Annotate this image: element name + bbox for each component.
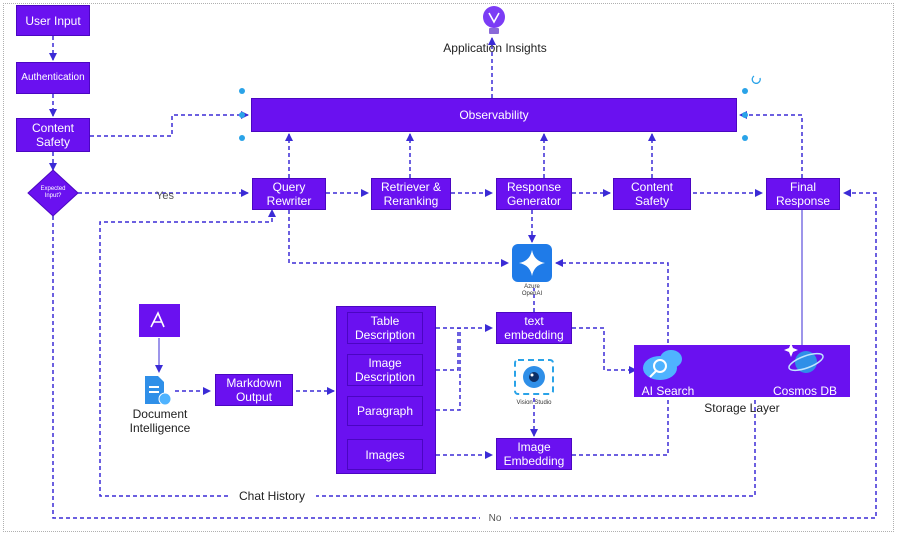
query-rewriter-node[interactable]: Query Rewriter — [252, 178, 326, 210]
final-response-node[interactable]: Final Response — [766, 178, 840, 210]
edge-imgdesc-text — [422, 328, 459, 371]
expected-input-label: Expected Input? — [40, 186, 66, 199]
refresh-icon — [751, 75, 761, 84]
selection-handle[interactable] — [742, 112, 748, 118]
edge-safety-observability — [90, 111, 249, 137]
images-node[interactable]: Images — [347, 439, 423, 470]
authentication-node[interactable]: Authentication — [16, 62, 90, 94]
selection-handle[interactable] — [239, 135, 245, 141]
selection-handle[interactable] — [742, 135, 748, 141]
ai-search-label: AI Search — [641, 384, 695, 398]
content-safety-top-node[interactable]: Content Safety — [16, 118, 90, 152]
storage-layer-label: Storage Layer — [704, 401, 780, 415]
paragraph-node[interactable]: Paragraph — [347, 396, 423, 426]
lightbulb-icon — [483, 6, 505, 34]
document-intelligence-icon — [145, 376, 172, 406]
selection-handle[interactable] — [239, 88, 245, 94]
edge-qr-openai — [288, 210, 509, 267]
text-embedding-node[interactable]: text embedding — [496, 312, 572, 344]
user-input-node[interactable]: User Input — [16, 5, 90, 36]
table-description-node[interactable]: Table Description — [347, 312, 423, 344]
vision-studio-icon — [514, 359, 554, 395]
application-insights-label: Application Insights — [443, 41, 547, 55]
edge-label-chat-history: Chat History — [228, 489, 316, 503]
markdown-output-node[interactable]: Markdown Output — [215, 374, 293, 406]
selection-handle[interactable] — [239, 112, 245, 118]
image-description-node[interactable]: Image Description — [347, 354, 423, 386]
vision-studio-label: Vision Studio — [516, 400, 552, 406]
content-safety-node[interactable]: Content Safety — [613, 178, 691, 210]
image-embedding-node[interactable]: Image Embedding — [496, 438, 572, 470]
edge-chat-history — [99, 209, 756, 497]
azure-openai-icon — [512, 244, 552, 282]
diagram-frame — [3, 3, 894, 532]
edge-para-text — [422, 328, 461, 411]
edge-label-yes: Yes — [156, 190, 174, 202]
edge-search-openai — [555, 259, 669, 350]
response-generator-node[interactable]: Response Generator — [496, 178, 572, 210]
edge-final-obs — [739, 111, 803, 178]
ai-search-cloud-icon — [643, 350, 682, 380]
retriever-reranking-node[interactable]: Retriever & Reranking — [371, 178, 451, 210]
cosmos-db-label: Cosmos DB — [772, 384, 837, 398]
pdf-icon — [139, 304, 180, 337]
selection-handle[interactable] — [742, 88, 748, 94]
edge-imgemb-search — [572, 398, 669, 456]
expected-input-diamond — [27, 169, 79, 217]
edge-text-search — [572, 327, 637, 374]
azure-openai-label: Azure OpenAI — [521, 284, 543, 297]
cosmos-db-icon — [784, 343, 824, 373]
observability-node[interactable]: Observability — [251, 98, 737, 132]
document-intelligence-label: Document Intelligence — [129, 407, 191, 435]
edge-label-no: No — [480, 513, 510, 524]
